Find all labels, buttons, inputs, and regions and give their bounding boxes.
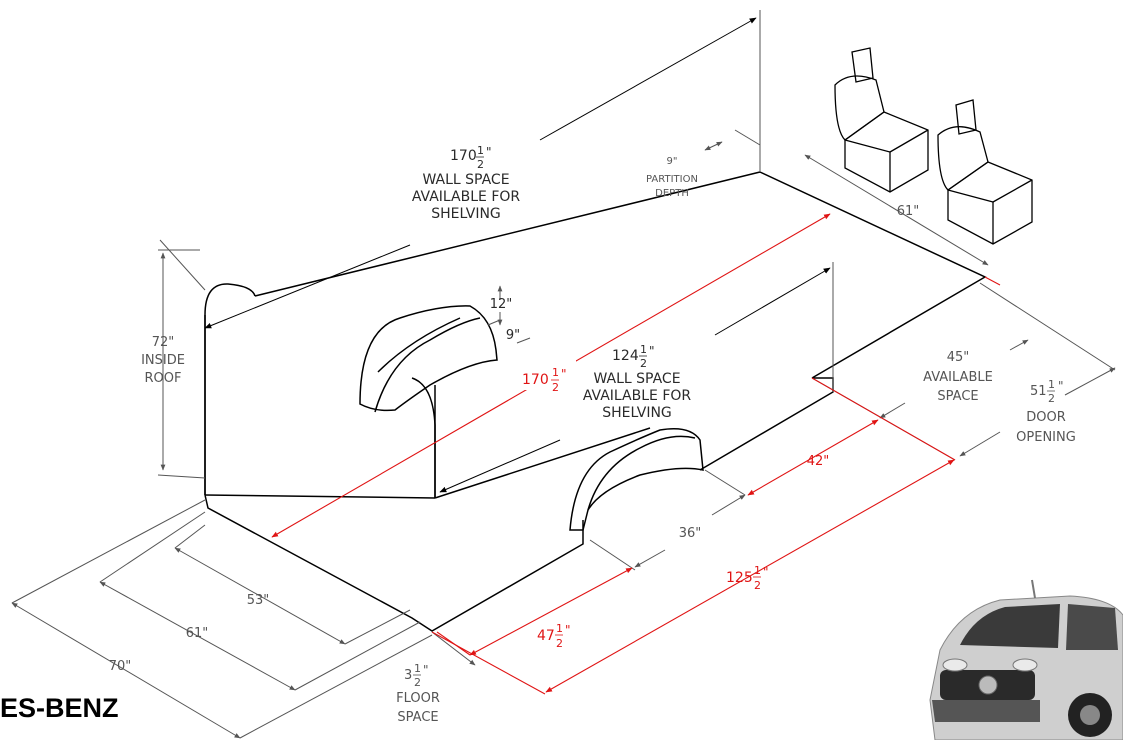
label-36: 36"	[679, 526, 702, 541]
door-line2: OPENING	[1016, 430, 1076, 445]
seat-right	[937, 99, 1033, 245]
wall-top-line1: WALL SPACE	[422, 172, 509, 188]
label-floor-length-red: 170 1 2 "	[518, 360, 576, 394]
rear-wall-left-edge	[204, 283, 256, 495]
label-width-53: 53"	[247, 593, 270, 608]
door-suffix: "	[1058, 379, 1064, 393]
wheel-well-right-curve	[587, 435, 696, 511]
wall-top-whole: 170	[450, 148, 477, 164]
r125-num: 1	[754, 564, 761, 577]
dimension-lines	[11, 10, 1116, 739]
available-line1: AVAILABLE	[923, 370, 993, 385]
wheel-well-left-arc	[377, 317, 461, 373]
partition-value: 9"	[667, 156, 678, 167]
label-partition: 9" PARTITION DEPTH	[646, 156, 698, 199]
label-floor-space: 3 1 2 " FLOOR SPACE	[396, 662, 440, 725]
floor-space-suffix: "	[423, 663, 429, 677]
wall-top-num: 1	[477, 144, 484, 157]
label-seats-width: 61"	[897, 204, 920, 219]
label-wall-inner: 124 1 2 " WALL SPACE AVAILABLE FOR SHELV…	[583, 343, 692, 421]
van-image	[929, 579, 1123, 740]
rear-wall-right-edge	[411, 377, 436, 498]
r47-num: 1	[556, 622, 563, 635]
roof-value: 72"	[152, 335, 175, 350]
roof-line2: ROOF	[145, 371, 182, 386]
label-available-space: 45" AVAILABLE SPACE	[923, 350, 993, 404]
label-width-61: 61"	[186, 626, 209, 641]
partition-line2: DEPTH	[655, 188, 689, 199]
roof-line1: INSIDE	[141, 353, 185, 368]
wall-inner-den: 2	[640, 357, 647, 370]
label-wheel-height: 12"	[490, 297, 513, 312]
wall-inner-line3: SHELVING	[602, 405, 672, 421]
floor-front-edge	[204, 494, 584, 632]
floor-length-suffix: "	[561, 367, 567, 381]
r47-suffix: "	[565, 623, 571, 637]
r125-den: 2	[754, 579, 761, 592]
door-whole: 51	[1030, 384, 1047, 399]
available-value: 45"	[947, 350, 970, 365]
wheel-well-right	[569, 428, 704, 531]
label-47: 47 1 2 "	[537, 622, 571, 650]
r47-whole: 47	[537, 628, 555, 644]
r125-suffix: "	[763, 565, 769, 579]
wall-top-line2: AVAILABLE FOR	[412, 189, 521, 205]
floor-space-whole: 3	[404, 668, 412, 683]
brand-text: ES-BENZ	[0, 693, 119, 723]
label-125: 125 1 2 "	[726, 564, 769, 592]
wall-inner-num: 1	[640, 343, 647, 356]
wall-inner-line2: AVAILABLE FOR	[583, 388, 692, 404]
label-width-70: 70"	[109, 659, 132, 674]
floor-length-whole: 170	[522, 372, 549, 388]
r125-whole: 125	[726, 570, 753, 586]
r47-den: 2	[556, 637, 563, 650]
wheel-well-left-curve	[374, 317, 481, 413]
wall-inner-whole: 124	[612, 348, 639, 364]
door-den: 2	[1048, 392, 1055, 405]
floor-length-den: 2	[552, 381, 559, 394]
floor-length-num: 1	[552, 366, 559, 379]
label-door-opening: 51 1 2 " DOOR OPENING	[1016, 378, 1076, 445]
label-wheel-depth: 9"	[506, 328, 520, 343]
door-line1: DOOR	[1026, 410, 1066, 425]
available-line2: SPACE	[937, 389, 978, 404]
floor-far-edge	[759, 171, 987, 379]
wall-top-line3: SHELVING	[431, 206, 501, 222]
door-num: 1	[1048, 378, 1055, 391]
label-42: 42"	[807, 454, 830, 469]
label-inside-roof: 72" INSIDE ROOF	[141, 335, 185, 386]
floor-space-line1: FLOOR	[396, 691, 440, 706]
seat-left	[834, 47, 929, 193]
floor-space-den: 2	[414, 676, 421, 689]
wall-top-den: 2	[477, 158, 484, 171]
wall-inner-line1: WALL SPACE	[593, 371, 680, 387]
floor-space-line2: SPACE	[397, 710, 438, 725]
partition-line1: PARTITION	[646, 174, 698, 185]
floor-space-num: 1	[414, 662, 421, 675]
red-dimensions	[271, 213, 1001, 695]
wall-top-suffix: "	[486, 145, 492, 159]
label-wall-top: 170 1 2 " WALL SPACE AVAILABLE FOR SHELV…	[412, 144, 521, 222]
wall-inner-suffix: "	[649, 344, 655, 358]
rear-floor-top-edge	[204, 494, 436, 499]
